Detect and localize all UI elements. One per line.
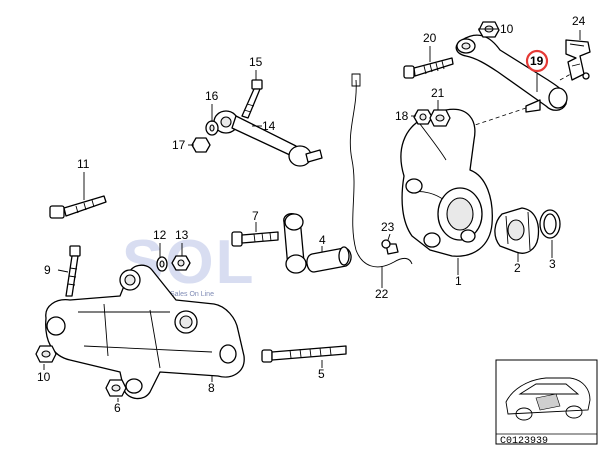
callout-17: 17 — [172, 138, 186, 152]
callout-2: 2 — [514, 261, 521, 275]
bracket-clip-24 — [565, 39, 591, 81]
camber-link — [213, 110, 323, 167]
small-screw-23 — [381, 239, 391, 249]
wheel-carrier — [400, 108, 493, 257]
callout-13: 13 — [175, 228, 189, 242]
callout-8: 8 — [208, 381, 215, 395]
nut-6 — [105, 379, 127, 397]
callout-20: 20 — [423, 31, 437, 45]
callout-18: 18 — [395, 109, 409, 123]
washer-12 — [156, 256, 168, 272]
callout-3: 3 — [549, 257, 556, 271]
callout-12: 12 — [153, 228, 167, 242]
svg-text:Sales On Line: Sales On Line — [170, 291, 214, 298]
nut-17 — [191, 137, 211, 153]
callout-6: 6 — [114, 401, 121, 415]
callout-19-highlight-ring — [525, 49, 549, 73]
callout-labels: 1 2 3 4 5 6 7 8 9 10 10 11 12 13 14 15 1… — [37, 14, 586, 415]
callout-10-bottom: 10 — [37, 370, 51, 384]
callout-19: 19 — [530, 54, 544, 68]
rear-subframe — [45, 264, 245, 400]
callout-24: 24 — [572, 14, 586, 28]
wheel-bearing-bushing — [494, 207, 540, 254]
vehicle-thumbnail: C0123939 — [495, 359, 598, 447]
callout-9: 9 — [44, 263, 51, 277]
bolt-20 — [403, 57, 454, 79]
diagram-code: C0123939 — [500, 436, 548, 447]
callout-7: 7 — [252, 209, 259, 223]
nut-10-bottom — [35, 345, 57, 363]
bolt-7 — [231, 231, 279, 247]
nut-10-top — [478, 21, 500, 38]
callout-21: 21 — [431, 86, 445, 100]
callout-15: 15 — [249, 55, 263, 69]
callout-4: 4 — [319, 233, 326, 247]
nut-21 — [429, 109, 451, 127]
car-outline-icon — [505, 377, 591, 421]
bolt-5 — [261, 345, 347, 363]
nut-18 — [413, 109, 433, 125]
bolt-9 — [65, 245, 81, 297]
nut-13 — [171, 255, 191, 271]
callout-14: 14 — [262, 119, 276, 133]
callout-10-top: 10 — [500, 22, 514, 36]
toe-link — [283, 212, 307, 274]
callout-16: 16 — [205, 89, 219, 103]
callout-11: 11 — [77, 157, 90, 171]
upper-control-arm — [447, 34, 579, 135]
callout-1: 1 — [455, 274, 462, 288]
rubber-sleeve — [306, 246, 352, 273]
circlip-ring — [539, 209, 561, 239]
callout-5: 5 — [318, 367, 325, 381]
callout-22: 22 — [375, 287, 389, 301]
leader-lines — [43, 28, 581, 402]
callout-23: 23 — [381, 220, 395, 234]
bolt-11 — [49, 195, 107, 219]
washer-16 — [205, 120, 219, 136]
bolt-15 — [241, 79, 263, 119]
